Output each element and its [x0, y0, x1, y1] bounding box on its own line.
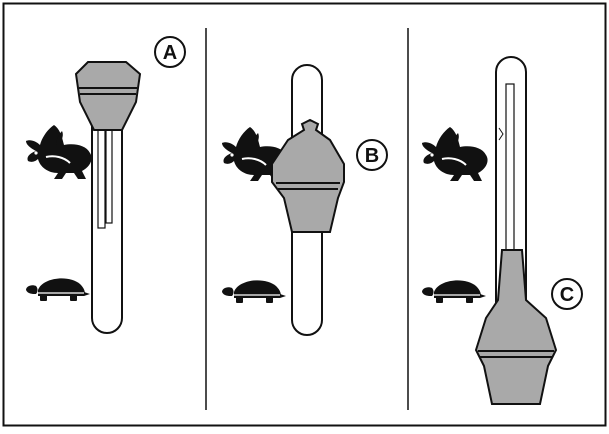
scale-c-mark	[498, 127, 504, 141]
tube-a	[91, 120, 123, 334]
label-b: B	[365, 145, 379, 167]
turtle-icon	[421, 279, 487, 304]
outer-frame	[2, 2, 607, 427]
label-c-circle	[551, 278, 583, 310]
panel-b: B	[221, 64, 388, 336]
label-b-circle	[356, 139, 388, 171]
knob-c	[474, 249, 558, 405]
label-c: C	[560, 284, 574, 306]
rabbit-icon	[25, 124, 93, 180]
label-a: A	[163, 42, 177, 64]
label-a-circle	[154, 36, 186, 68]
rabbit-icon	[421, 126, 489, 182]
knob-a	[74, 61, 142, 131]
knob-b	[271, 118, 345, 233]
panel-c: C	[421, 56, 583, 405]
panel-a: A	[25, 36, 186, 334]
turtle-icon	[25, 277, 91, 302]
turtle-icon	[221, 279, 287, 304]
